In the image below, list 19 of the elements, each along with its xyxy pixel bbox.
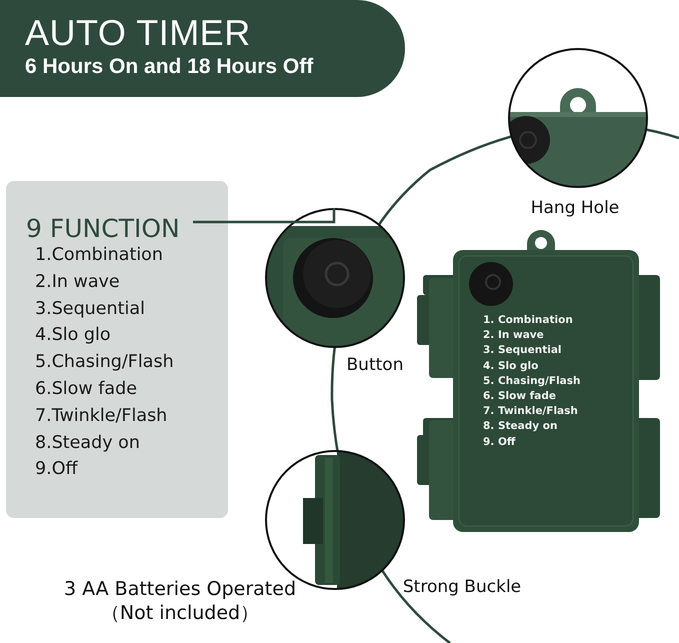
banner-subtitle: 6 Hours On and 18 Hours Off xyxy=(25,55,314,79)
function-list-item: 1.Combination xyxy=(35,245,163,265)
inset-caption: Button xyxy=(346,355,404,375)
function-list-item: 2.In wave xyxy=(35,272,120,292)
function-list-item: 4.Slo glo xyxy=(35,325,111,346)
leader-line xyxy=(193,208,336,224)
function-list-item: 8.Steady on xyxy=(35,432,140,453)
inset-caption: Strong Buckle xyxy=(402,577,522,597)
function-list-item: 9.Off xyxy=(35,459,78,480)
inset-caption: Hang Hole xyxy=(530,198,620,218)
header-banner xyxy=(0,0,405,97)
function-list-item: 5.Chasing/Flash xyxy=(35,352,174,372)
function-list-panel xyxy=(6,181,228,518)
function-list-item: 7.Twinkle/Flash xyxy=(35,406,168,426)
panel-heading: 9 FUNCTION xyxy=(26,214,180,243)
function-list-item: 3.Sequential xyxy=(35,298,145,319)
battery-note: 3 AA Batteries Operated （Not included） xyxy=(62,577,298,625)
function-list-item: 6.Slow fade xyxy=(35,379,138,399)
banner-title: AUTO TIMER xyxy=(25,12,251,54)
